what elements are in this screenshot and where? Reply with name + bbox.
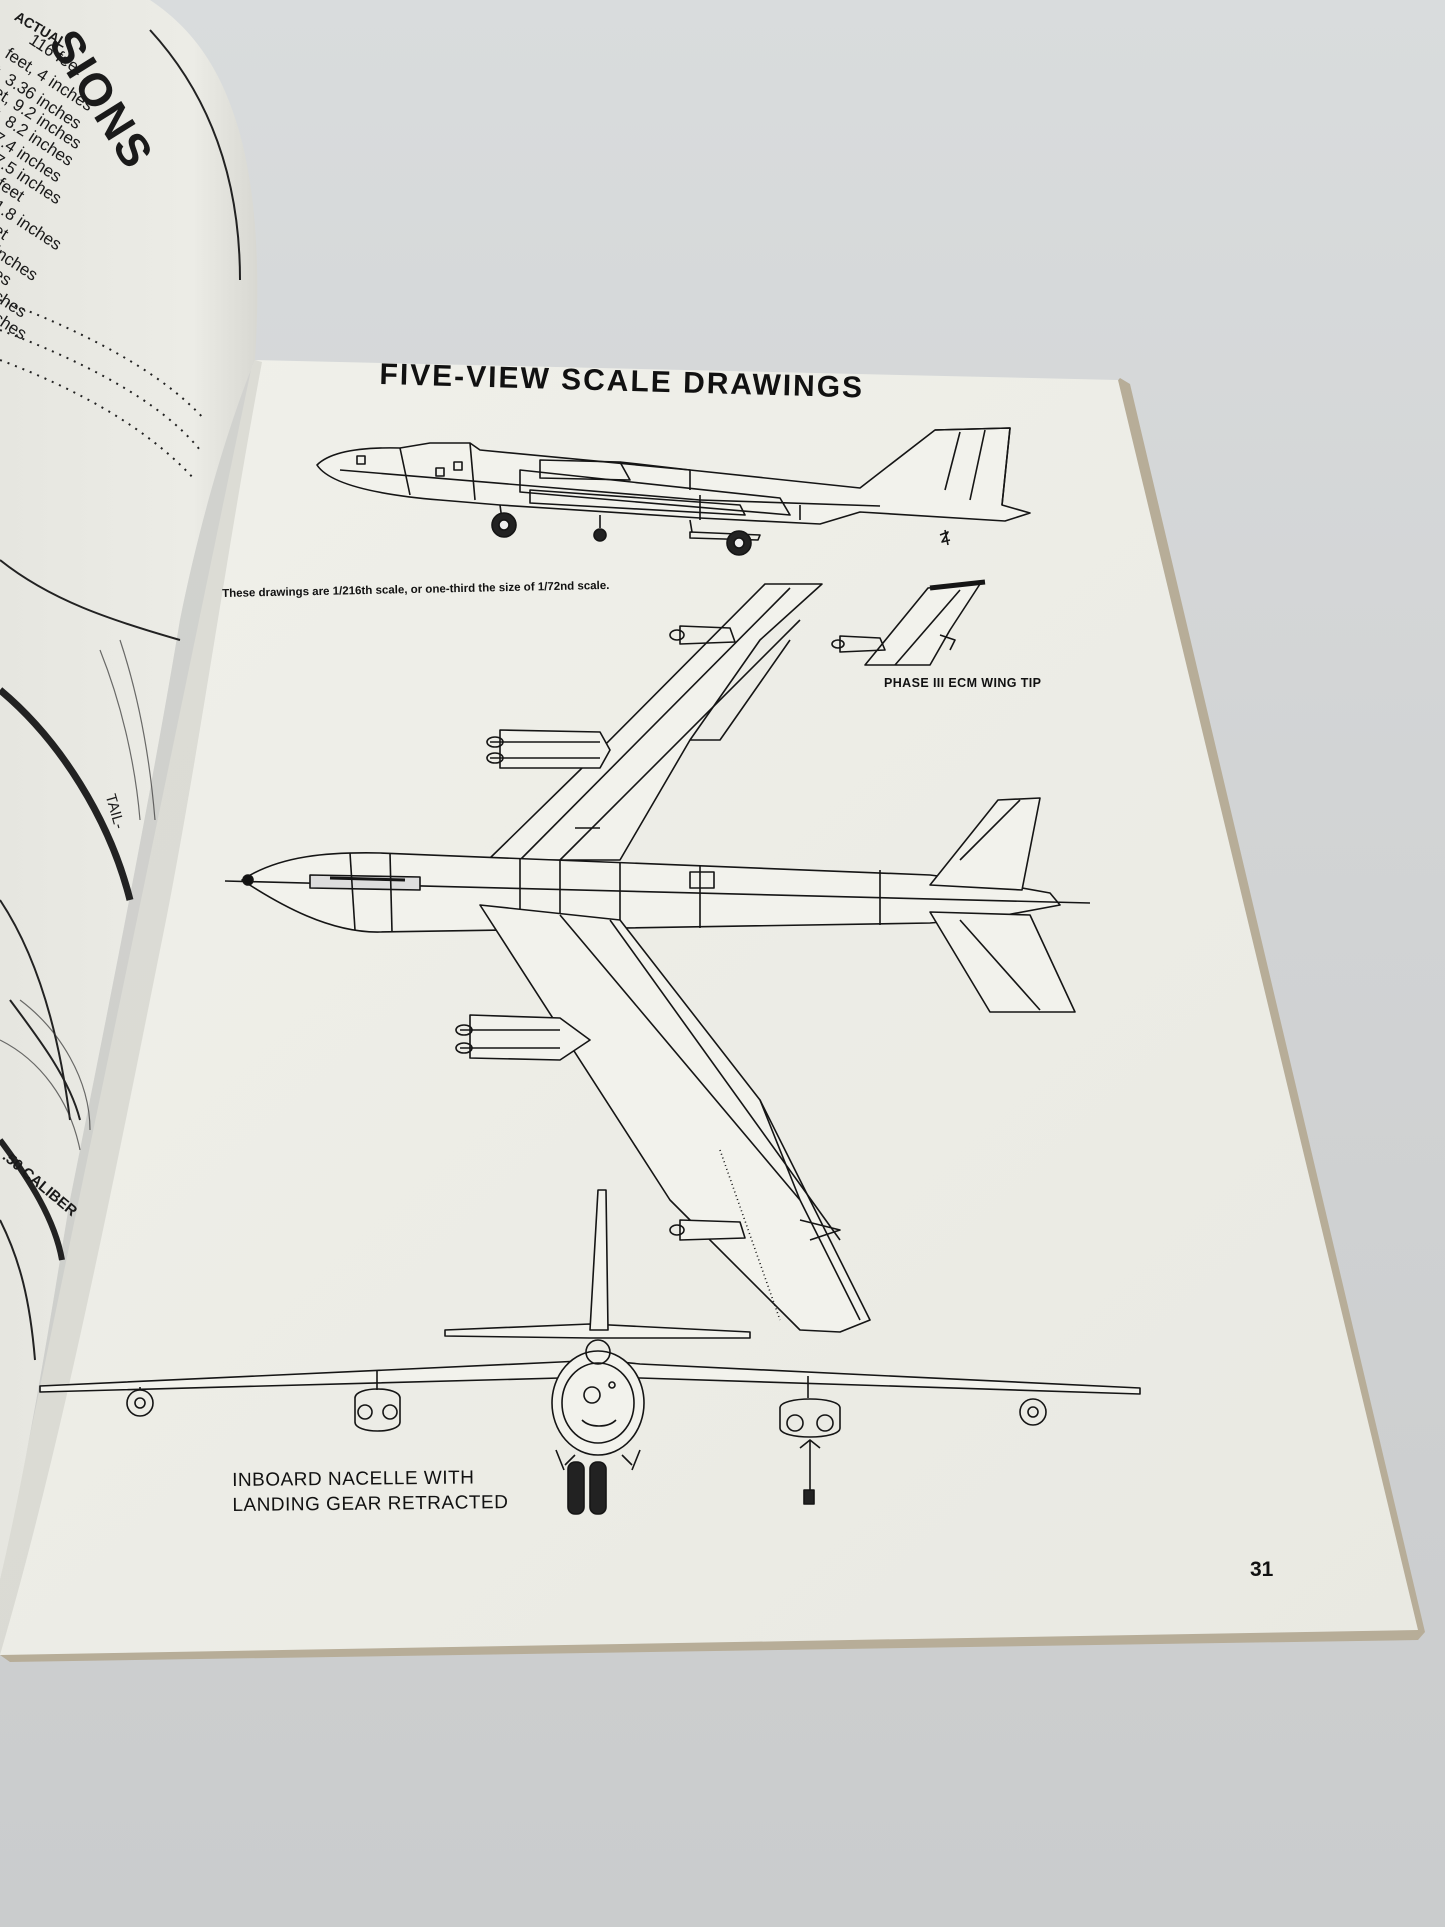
left-page-rules <box>0 29 241 1361</box>
left-page <box>0 0 258 1580</box>
nacelle-label: INBOARD NACELLE WITH LANDING GEAR RETRAC… <box>232 1467 509 1516</box>
ecm-wing-tip-label: PHASE III ECM WING TIP <box>884 676 1042 690</box>
ecm-wing-tip-drawing <box>831 579 986 666</box>
left-page-shadow <box>0 360 262 1655</box>
front-view-drawing <box>39 1189 1141 1515</box>
page-number: 31 <box>1250 1558 1274 1581</box>
left-page-artwork <box>0 639 156 1151</box>
top-view-drawing <box>224 583 1091 1333</box>
right-page <box>0 360 1418 1655</box>
side-view-drawing <box>316 427 1031 556</box>
